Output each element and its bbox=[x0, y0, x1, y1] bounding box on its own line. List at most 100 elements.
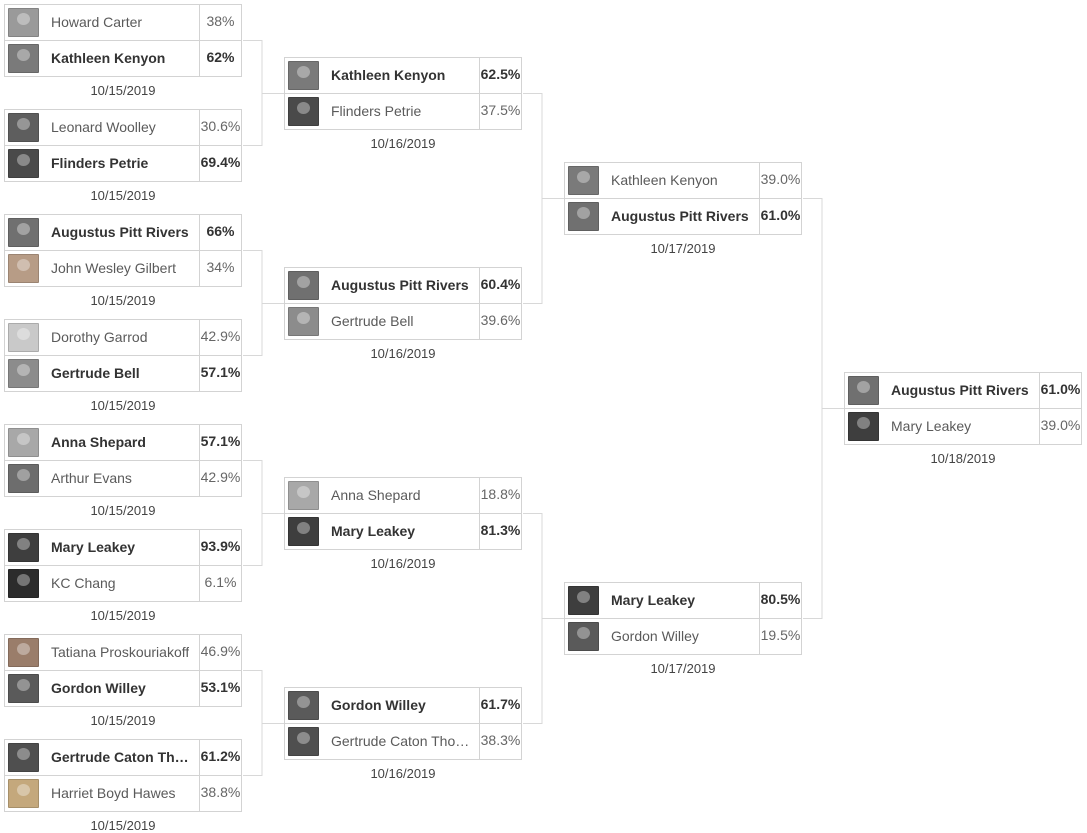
entrant-name: Kathleen Kenyon bbox=[51, 50, 166, 66]
entrant-name: Mary Leakey bbox=[611, 592, 696, 608]
entrant-name: Mary Leakey bbox=[331, 523, 416, 539]
winner-entry[interactable]: Mary Leakey 81.3% bbox=[284, 513, 522, 550]
entrant-name: Gertrude Caton Thompson bbox=[331, 733, 476, 749]
matchup-date: 10/15/2019 bbox=[90, 398, 156, 413]
entrant-name: Augustus Pitt Rivers bbox=[611, 208, 749, 224]
entrant-name: Anna Shepard bbox=[331, 487, 421, 503]
entrant-name: Kathleen Kenyon bbox=[611, 172, 718, 188]
vote-percentage: 62% bbox=[199, 40, 241, 77]
entrant-name: Augustus Pitt Rivers bbox=[331, 277, 469, 293]
entrant-name: KC Chang bbox=[51, 575, 116, 591]
connector-line bbox=[243, 670, 284, 776]
avatar-portrait-icon bbox=[568, 622, 599, 651]
avatar-portrait-icon bbox=[848, 376, 879, 405]
winner-entry[interactable]: Augustus Pitt Rivers 61.0% bbox=[564, 198, 802, 235]
vote-percentage: 38% bbox=[199, 4, 241, 41]
entrant-entry[interactable]: KC Chang 6.1% bbox=[4, 565, 242, 602]
avatar-portrait-icon bbox=[8, 428, 39, 457]
avatar-portrait-icon bbox=[8, 8, 39, 37]
vote-percentage: 93.9% bbox=[199, 529, 241, 566]
matchup[interactable]: Gertrude Caton Thompson61.2%Harriet Boyd… bbox=[4, 739, 242, 833]
vote-percentage: 61.0% bbox=[759, 198, 801, 235]
vote-percentage: 46.9% bbox=[199, 634, 241, 671]
avatar-portrait-icon bbox=[8, 533, 39, 562]
entrant-name: Flinders Petrie bbox=[331, 103, 422, 119]
matchup-date: 10/16/2019 bbox=[370, 346, 436, 361]
avatar-portrait-icon bbox=[848, 412, 879, 441]
winner-entry[interactable]: Gertrude Caton Thompson61.2% bbox=[4, 739, 242, 776]
matchup[interactable]: Kathleen Kenyon 62.5% Flinders Petrie 37.5%… bbox=[284, 57, 522, 151]
vote-percentage: 57.1% bbox=[199, 355, 241, 392]
avatar-portrait-icon bbox=[288, 481, 319, 510]
entrant-name: Kathleen Kenyon bbox=[331, 67, 446, 83]
vote-percentage: 42.9% bbox=[199, 460, 241, 497]
entrant-entry[interactable]: Flinders Petrie 37.5% bbox=[284, 93, 522, 130]
vote-percentage: 37.5% bbox=[479, 93, 521, 130]
matchup-date: 10/15/2019 bbox=[90, 818, 156, 833]
vote-percentage: 39.6% bbox=[479, 303, 521, 340]
avatar-portrait-icon bbox=[8, 569, 39, 598]
matchup-date: 10/17/2019 bbox=[650, 241, 716, 256]
connector-line bbox=[523, 93, 564, 304]
vote-percentage: 81.3% bbox=[479, 513, 521, 550]
avatar-portrait-icon bbox=[8, 113, 39, 142]
winner-entry[interactable]: Kathleen Kenyon 62% bbox=[4, 40, 242, 77]
vote-percentage: 6.1% bbox=[199, 565, 241, 602]
vote-percentage: 61.0% bbox=[1039, 372, 1081, 409]
avatar-portrait-icon bbox=[288, 691, 319, 720]
avatar-portrait-icon bbox=[288, 727, 319, 756]
matchup-date: 10/15/2019 bbox=[90, 188, 156, 203]
entrant-name: Mary Leakey bbox=[891, 418, 972, 434]
avatar-portrait-icon bbox=[8, 638, 39, 667]
vote-percentage: 30.6% bbox=[199, 109, 241, 146]
vote-percentage: 57.1% bbox=[199, 424, 241, 461]
connector-line bbox=[803, 198, 844, 619]
vote-percentage: 38.8% bbox=[199, 775, 241, 812]
matchup-date: 10/15/2019 bbox=[90, 293, 156, 308]
avatar-portrait-icon bbox=[8, 149, 39, 178]
avatar-portrait-icon bbox=[568, 586, 599, 615]
winner-entry[interactable]: Augustus Pitt Rivers 61.0% bbox=[844, 372, 1082, 409]
vote-percentage: 62.5% bbox=[479, 57, 521, 94]
avatar-portrait-icon bbox=[288, 517, 319, 546]
entrant-entry[interactable]: Gertrude Caton Thompson38.3% bbox=[284, 723, 522, 760]
vote-percentage: 66% bbox=[199, 214, 241, 251]
winner-entry[interactable]: Kathleen Kenyon 62.5% bbox=[284, 57, 522, 94]
entrant-name: Augustus Pitt Rivers bbox=[891, 382, 1029, 398]
vote-percentage: 19.5% bbox=[759, 618, 801, 655]
